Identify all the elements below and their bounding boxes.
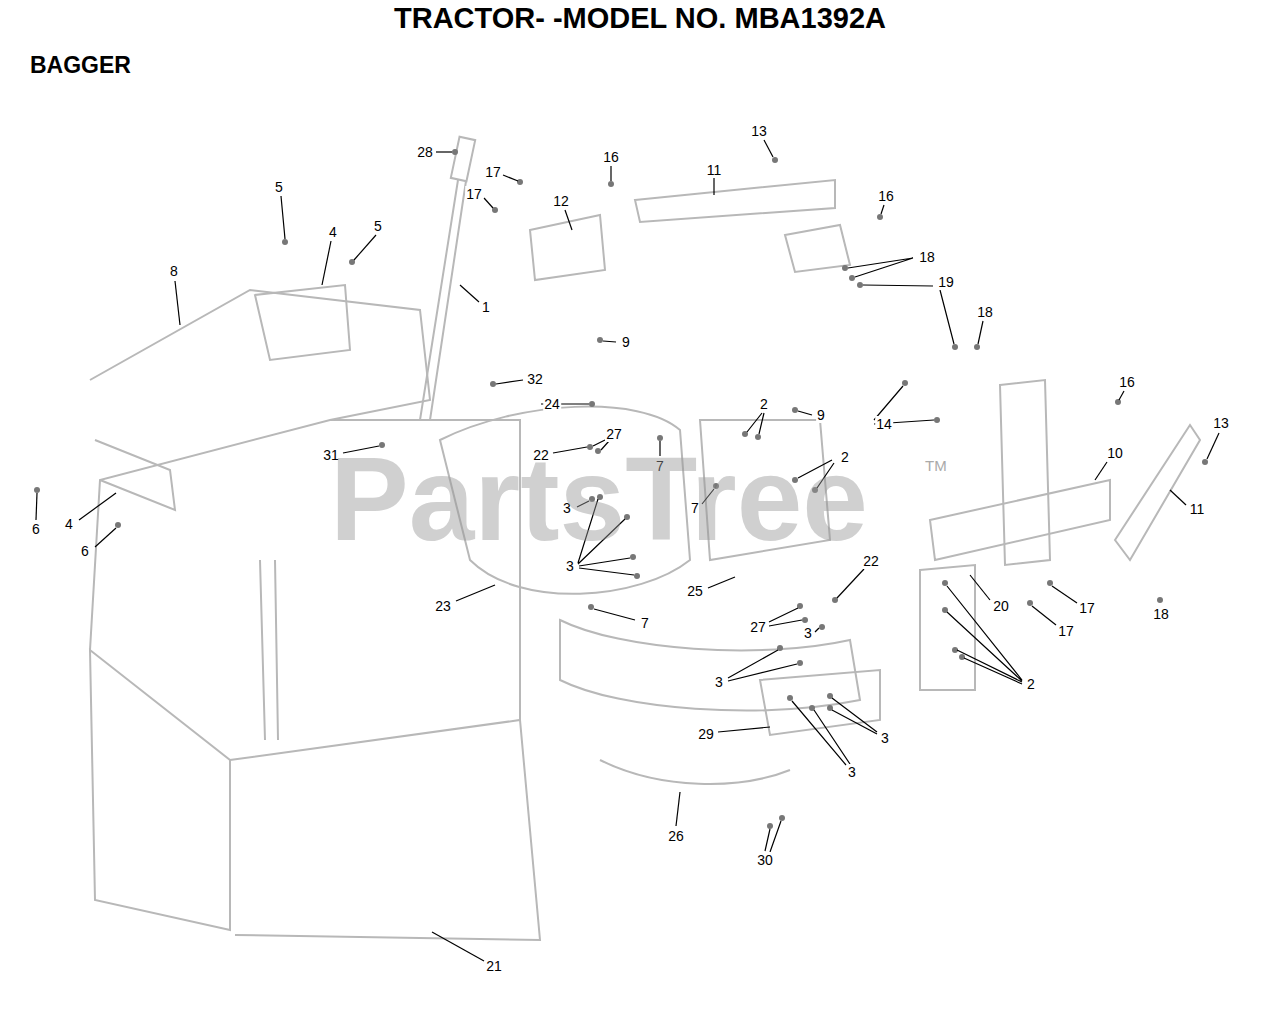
callout-number: 7 xyxy=(640,615,650,631)
callout-number: 27 xyxy=(749,619,767,635)
watermark: PartsTree xyxy=(330,440,868,558)
fasteners xyxy=(34,149,1208,829)
callout-number: 2 xyxy=(1026,676,1036,692)
callout-number: 11 xyxy=(1189,501,1206,517)
callout-number: 16 xyxy=(602,149,620,165)
callout-number: 30 xyxy=(756,852,774,868)
callout-number: 3 xyxy=(803,625,813,641)
callout-number: 14 xyxy=(875,416,893,432)
leader-lines xyxy=(36,140,1219,961)
page-title: TRACTOR- -MODEL NO. MBA1392A xyxy=(0,4,1280,33)
callout-number: 29 xyxy=(697,726,715,742)
callout-number: 16 xyxy=(877,188,895,204)
section-heading: BAGGER xyxy=(30,54,131,77)
callout-number: 13 xyxy=(750,123,768,139)
callout-number: 3 xyxy=(880,730,890,746)
callout-number: 18 xyxy=(1152,606,1170,622)
callout-number: 5 xyxy=(274,179,284,195)
callout-number: 24 xyxy=(543,396,561,412)
callout-number: 5 xyxy=(373,218,383,234)
callout-number: 2 xyxy=(759,396,769,412)
callout-number: 3 xyxy=(847,764,857,780)
callout-number: 1 xyxy=(481,299,491,315)
callout-number: 6 xyxy=(80,543,90,559)
callout-number: 28 xyxy=(416,144,434,160)
callout-number: 8 xyxy=(169,263,179,279)
callout-number: 23 xyxy=(434,598,452,614)
callout-number: 11 xyxy=(706,162,723,178)
callout-number: 12 xyxy=(552,193,570,209)
callout-number: 20 xyxy=(992,598,1010,614)
callout-number: 25 xyxy=(686,583,704,599)
callout-number: 18 xyxy=(976,304,994,320)
callout-number: 32 xyxy=(526,371,544,387)
watermark-mark: TM xyxy=(925,458,947,473)
callout-number: 16 xyxy=(1118,374,1136,390)
callout-number: 3 xyxy=(714,674,724,690)
callout-number: 9 xyxy=(816,407,826,423)
callout-number: 3 xyxy=(565,558,575,574)
callout-number: 17 xyxy=(484,164,502,180)
callout-number: 17 xyxy=(1057,623,1075,639)
callout-number: 6 xyxy=(31,521,41,537)
callout-number: 4 xyxy=(328,224,338,240)
callout-number: 17 xyxy=(465,186,483,202)
callout-number: 10 xyxy=(1106,445,1124,461)
callout-number: 26 xyxy=(667,828,685,844)
part-outlines xyxy=(90,137,1200,940)
callout-number: 9 xyxy=(621,334,631,350)
callout-number: 18 xyxy=(918,249,936,265)
callout-number: 17 xyxy=(1078,600,1096,616)
callout-number: 13 xyxy=(1212,415,1230,431)
callout-number: 19 xyxy=(937,274,955,290)
callout-number: 21 xyxy=(485,958,503,974)
callout-number: 4 xyxy=(64,516,74,532)
